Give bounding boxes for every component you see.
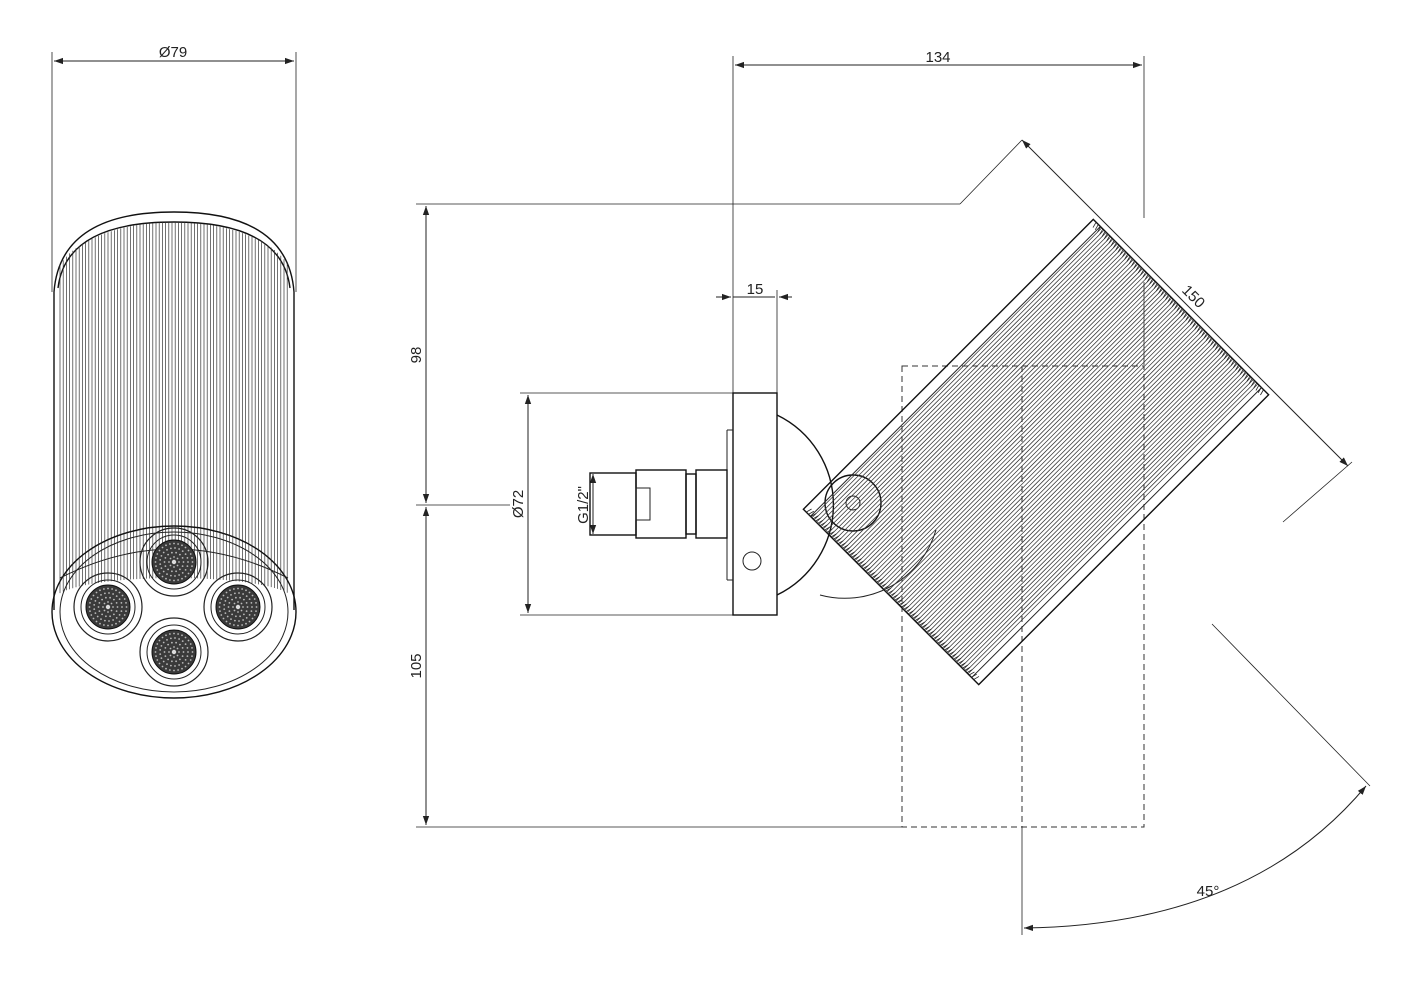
thread-label: G1/2" xyxy=(575,486,592,524)
rib-line xyxy=(960,376,1252,668)
rib-line xyxy=(967,383,1259,675)
rib-line xyxy=(831,247,1123,539)
height-105-label: 105 xyxy=(408,653,425,678)
rib-line xyxy=(818,234,1109,525)
rib-line xyxy=(926,342,1218,634)
rib-line xyxy=(963,379,1254,670)
rib-line xyxy=(820,236,1112,528)
rib-line xyxy=(917,333,1209,625)
nozzle xyxy=(73,572,143,642)
angle-45-label: 45° xyxy=(1197,883,1220,900)
rib-line xyxy=(840,256,1132,548)
rib-line xyxy=(915,331,1207,623)
rib-line xyxy=(811,227,1103,519)
cylinder-ribs xyxy=(59,222,288,594)
nozzle-face xyxy=(51,525,297,699)
rib-line xyxy=(883,299,1175,591)
rib-line xyxy=(913,329,1204,620)
nozzle xyxy=(203,572,273,642)
rib-line xyxy=(965,381,1256,672)
side-view: Ø79 xyxy=(51,44,297,699)
rib-line xyxy=(813,229,1105,521)
rib-line xyxy=(863,279,1155,571)
rib-line xyxy=(886,302,1177,593)
rib-line xyxy=(933,349,1225,641)
height-98-label: 98 xyxy=(408,347,425,364)
flange-15-label: 15 xyxy=(747,281,764,298)
base-diameter-72-dimension: Ø72 xyxy=(510,392,733,616)
rib-line xyxy=(906,322,1198,614)
nozzle xyxy=(139,617,209,687)
rib-line xyxy=(872,288,1164,580)
rib-line xyxy=(859,275,1150,566)
diameter-79-dimension: Ø79 xyxy=(51,44,297,292)
rib-line xyxy=(931,347,1222,638)
front-view: 134 98 105 15 Ø72 xyxy=(408,49,1371,935)
rib-line xyxy=(822,238,1114,530)
rib-line xyxy=(845,261,1136,552)
rib-line xyxy=(861,277,1152,568)
rib-line xyxy=(852,268,1143,559)
rib-line xyxy=(951,367,1243,659)
rib-line xyxy=(825,241,1116,532)
rib-line xyxy=(834,250,1125,541)
rib-line xyxy=(865,281,1157,573)
width-134-dimension: 134 xyxy=(732,49,1145,395)
rib-line xyxy=(850,266,1141,557)
height-dimensions: 98 105 xyxy=(408,203,960,828)
nozzle xyxy=(139,527,209,597)
rib-line xyxy=(895,311,1186,602)
rib-line xyxy=(945,361,1236,652)
rib-line xyxy=(868,284,1159,575)
rib-line xyxy=(881,297,1173,589)
rib-line xyxy=(854,270,1146,562)
angle-45-dimension: 45° xyxy=(1021,623,1371,935)
base-diameter-72-label: Ø72 xyxy=(510,490,527,518)
rib-line xyxy=(847,263,1139,555)
width-134-label: 134 xyxy=(925,49,950,66)
rib-line xyxy=(816,232,1107,523)
rib-line xyxy=(929,345,1220,636)
rib-line xyxy=(838,254,1130,546)
wall-flange xyxy=(726,392,778,616)
rib-line xyxy=(888,304,1179,595)
diameter-79-label: Ø79 xyxy=(159,44,187,61)
rib-line xyxy=(893,309,1184,600)
length-150-label: 150 xyxy=(1178,282,1208,312)
rib-line xyxy=(829,245,1121,537)
rib-line xyxy=(942,358,1234,650)
rib-line xyxy=(936,352,1227,643)
rib-line xyxy=(938,354,1229,645)
rib-line xyxy=(879,295,1170,586)
flange-15-dimension: 15 xyxy=(716,281,792,395)
rib-line xyxy=(954,370,1245,661)
rib-line xyxy=(874,290,1166,582)
rib-line xyxy=(836,252,1127,543)
rib-line xyxy=(949,365,1241,657)
rib-line xyxy=(899,315,1191,607)
rib-line xyxy=(856,272,1148,564)
rib-line xyxy=(902,318,1193,609)
rib-line xyxy=(911,327,1202,618)
rib-line xyxy=(920,336,1211,627)
rib-line xyxy=(940,356,1232,648)
rib-line xyxy=(870,286,1161,577)
rib-line xyxy=(827,243,1118,534)
rib-line xyxy=(958,374,1250,666)
pipe-connector xyxy=(589,469,728,539)
nozzle-group xyxy=(73,527,273,687)
rib-line xyxy=(890,306,1182,598)
rib-line xyxy=(922,338,1213,629)
cylinder-body-side xyxy=(53,211,295,610)
rib-line xyxy=(908,324,1200,616)
rib-line xyxy=(947,363,1238,654)
rib-line xyxy=(924,340,1216,632)
rib-line xyxy=(956,372,1247,663)
rib-line xyxy=(843,259,1134,550)
thread-dimension: G1/2" xyxy=(575,474,597,534)
